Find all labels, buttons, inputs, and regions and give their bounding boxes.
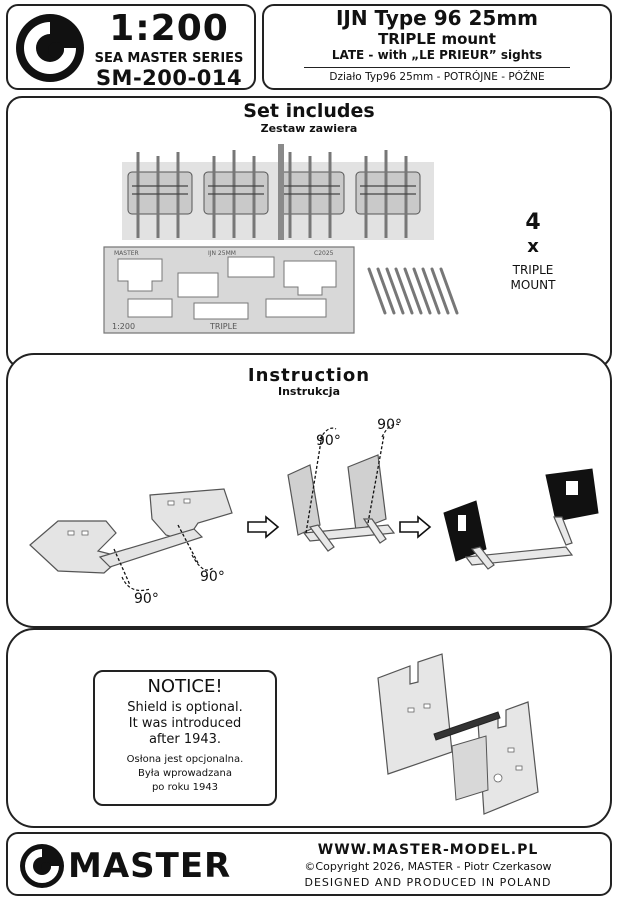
quantity-times: x	[527, 236, 539, 257]
footer-panel: MASTER WWW.MASTER-MODEL.PL ©Copyright 20…	[6, 832, 612, 896]
master-brand-logo-icon	[20, 844, 64, 888]
product-subtitle-pl: Działo Typ96 25mm - POTRÓJNE - PÓŹNE	[329, 71, 545, 83]
footer-website[interactable]: WWW.MASTER-MODEL.PL	[317, 842, 539, 858]
master-logo-icon	[16, 14, 84, 82]
notice-line-3: after 1943.	[148, 732, 222, 747]
notice-pl-line-3: po roku 1943	[151, 782, 219, 793]
step-arrow-2-icon	[399, 515, 432, 539]
fret-brand-label: MASTER	[114, 250, 139, 257]
step2-folded-part-diagram: 90° 90°	[287, 417, 402, 552]
angle-label-2: 90°	[200, 569, 225, 585]
title-divider	[304, 67, 570, 68]
notice-line-2: It was introduced	[128, 716, 242, 731]
series-label: SEA MASTER SERIES	[94, 51, 244, 66]
notice-panel: NOTICE! Shield is optional. It was intro…	[6, 628, 612, 828]
shield-part-diagram	[377, 653, 539, 815]
quantity-item-line1: TRIPLE	[512, 263, 554, 277]
angle-label-4: 90°	[377, 417, 402, 433]
angle-label-3: 90°	[316, 433, 341, 449]
footer-brand: MASTER	[68, 846, 232, 886]
footer-made-in: DESIGNED AND PRODUCED IN POLAND	[304, 876, 552, 889]
angle-label-1: 90°	[134, 591, 159, 605]
header-left-box: 1:200 SEA MASTER SERIES SM-200-014	[6, 4, 256, 90]
step1-flat-part-diagram: 90° 90°	[29, 488, 233, 605]
quantity-item-line2: MOUNT	[510, 278, 556, 292]
instruction-heading: Instruction	[247, 365, 371, 386]
notice-title: NOTICE!	[147, 676, 223, 697]
brass-barrels-image	[367, 267, 459, 315]
set-includes-panel: Set includes Zestaw zawiera	[6, 96, 612, 368]
instruction-heading-pl: Instrukcja	[277, 385, 340, 398]
notice-box: NOTICE! Shield is optional. It was intro…	[93, 670, 277, 806]
product-title: IJN Type 96 25mm	[335, 6, 539, 30]
quantity-number: 4	[525, 210, 541, 235]
product-variant: LATE - with „LE PRIEUR” sights	[331, 48, 543, 62]
product-mount-type: TRIPLE mount	[378, 30, 496, 48]
photo-etched-fret: MASTER IJN 25MM C2025 1:200 TRIPLE	[103, 246, 355, 334]
notice-pl-line-2: Była wprowadzana	[138, 768, 232, 779]
scale-label: 1:200	[109, 8, 229, 49]
instruction-panel: Instruction Instrukcja 90° 90°	[6, 353, 612, 628]
resin-parts-image	[122, 144, 434, 240]
product-code: SM-200-014	[95, 66, 243, 90]
notice-pl-line-1: Osłona jest opcjonalna.	[126, 754, 244, 765]
fret-type-label: TRIPLE	[209, 322, 237, 331]
step3-final-part-diagram	[443, 468, 599, 570]
step-arrow-1-icon	[247, 515, 280, 539]
notice-line-1: Shield is optional.	[127, 700, 243, 715]
set-includes-heading-pl: Zestaw zawiera	[260, 122, 358, 135]
set-includes-heading: Set includes	[243, 100, 375, 122]
header-title-box: IJN Type 96 25mm TRIPLE mount LATE - wit…	[262, 4, 612, 90]
fret-code-label: C2025	[314, 250, 334, 257]
fret-scale-label: 1:200	[112, 322, 135, 331]
fret-name-label: IJN 25MM	[208, 250, 236, 257]
footer-copyright: ©Copyright 2026, MASTER - Piotr Czerkaso…	[304, 860, 552, 873]
